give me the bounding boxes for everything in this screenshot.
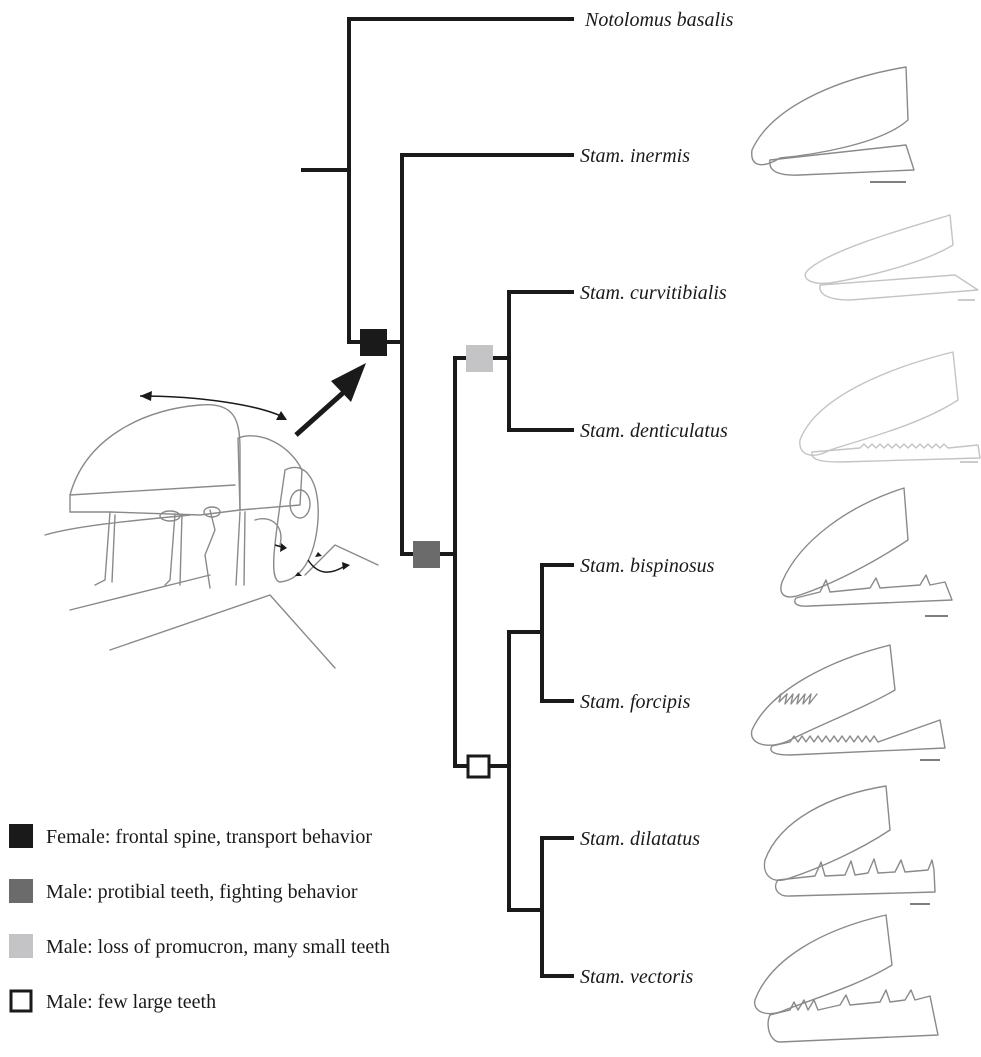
- legend-swatch-protibial-teeth: [9, 879, 33, 903]
- legend-swatch-small-teeth: [9, 934, 33, 958]
- pointer-arrow: [296, 392, 344, 435]
- protibia-drawing-curvitibialis: [805, 215, 978, 300]
- taxon-label: Stam. curvitibialis: [580, 282, 727, 304]
- beetle-illustration: [45, 391, 378, 668]
- taxon-label: Stam. vectoris: [580, 966, 694, 988]
- legend-label: Male: loss of promucron, many small teet…: [46, 936, 390, 958]
- legend-label: Male: few large teeth: [46, 991, 216, 1013]
- taxon-label: Stam. bispinosus: [580, 555, 715, 577]
- protibia-drawing-dilatatus: [764, 786, 935, 904]
- taxon-label: Notolomus basalis: [584, 9, 734, 31]
- legend: Female: frontal spine, transport behavio…: [9, 824, 390, 1013]
- taxon-labels: Notolomus basalis Stam. inermis Stam. cu…: [580, 9, 734, 988]
- taxon-label: Stam. forcipis: [580, 691, 691, 713]
- legend-label: Male: protibial teeth, fighting behavior: [46, 881, 358, 903]
- trait-marker-many-small-teeth: [466, 345, 493, 372]
- trait-marker-female-spine: [360, 329, 387, 356]
- protibia-drawing-denticulatus: [800, 352, 980, 462]
- taxon-label: Stam. inermis: [580, 145, 690, 167]
- protibia-drawing-forcipis: [752, 645, 945, 760]
- trait-marker-protibial-teeth: [413, 541, 440, 568]
- legend-swatch-female: [9, 824, 33, 848]
- trait-marker-few-large-teeth: [468, 756, 489, 777]
- legend-swatch-large-teeth: [11, 991, 31, 1011]
- protibia-drawing-bispinosus: [781, 488, 952, 616]
- legend-label: Female: frontal spine, transport behavio…: [46, 826, 372, 848]
- taxon-label: Stam. dilatatus: [580, 828, 700, 850]
- protibia-drawing-vectoris: [755, 915, 938, 1042]
- taxon-label: Stam. denticulatus: [580, 420, 728, 442]
- protibia-drawing-inermis: [752, 67, 914, 182]
